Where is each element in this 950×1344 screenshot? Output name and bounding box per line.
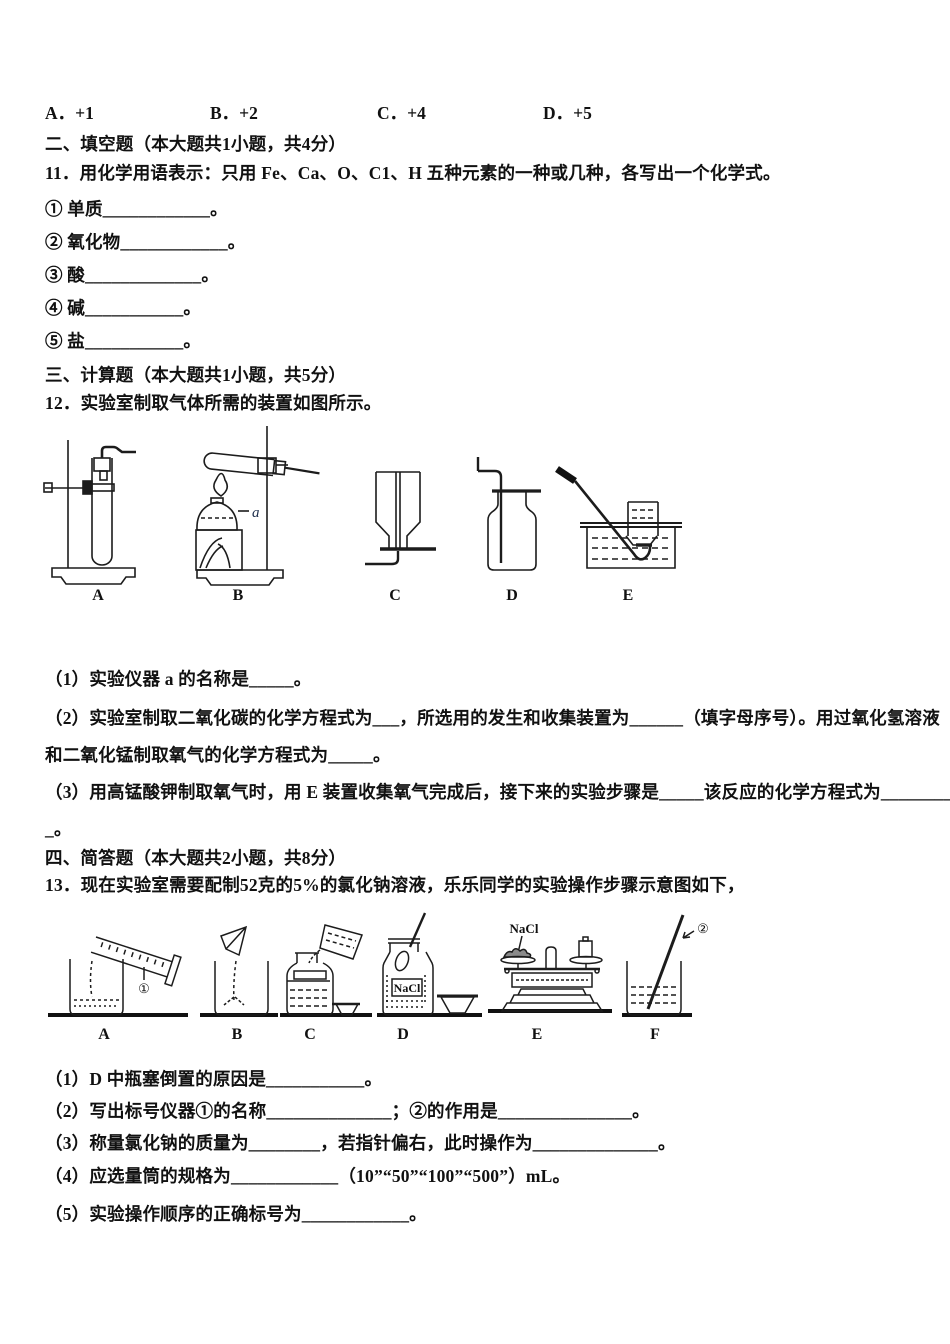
step-label-f: F — [650, 1026, 660, 1043]
apparatus-a-test-tube-stand — [43, 440, 136, 585]
q12-part-3b: _。 — [45, 819, 72, 839]
apparatus-label-c: C — [389, 587, 401, 604]
callout-a-label: a — [252, 505, 260, 521]
step-label-c: C — [304, 1026, 316, 1043]
step-a-pour-cylinder: ① — [69, 936, 182, 1016]
q13-stem: 13．现在实验室需要配制52克的5%的氯化钠溶液，乐乐同学的实验操作步骤示意图如… — [45, 875, 745, 895]
q11-blank-1: ① 单质____________。 — [45, 199, 228, 219]
apparatus-label-b: B — [233, 587, 244, 604]
step-c-transfer-bottle — [286, 924, 363, 1016]
q12-stem: 12．实验室制取气体所需的装置如图所示。 — [45, 393, 382, 413]
section3-heading: 三、计算题（本大题共1小题，共5分） — [45, 365, 347, 385]
option-c: C．+4 — [377, 103, 426, 123]
callout-1-label: ① — [138, 981, 150, 996]
apparatus-c-inverted-jar — [365, 471, 436, 566]
step-label-d: D — [397, 1026, 409, 1043]
section2-heading: 二、填空题（本大题共1小题，共4分） — [45, 134, 347, 154]
q11-stem: 11．用化学用语表示：只用 Fe、Ca、O、C1、H 五种元素的一种或几种，各写… — [45, 163, 781, 183]
q13-part-3: （3）称量氯化钠的质量为________，若指针偏右，此时操作为________… — [45, 1133, 676, 1153]
q13-part-4: （4）应选量筒的规格为____________（10”“50”“100”“500… — [45, 1166, 571, 1186]
q12-part-1: （1）实验仪器 a 的名称是_____。 — [45, 669, 312, 689]
apparatus-e-water-trough — [555, 466, 682, 569]
section4-heading: 四、简答题（本大题共2小题，共8分） — [45, 848, 347, 868]
q11-blank-3: ③ 酸_____________。 — [45, 265, 220, 285]
q13-part-5: （5）实验操作顺序的正确标号为____________。 — [45, 1204, 427, 1224]
step-b-add-solid — [214, 925, 269, 1016]
q12-part-2b: 和二氧化锰制取氧气的化学方程式为_____。 — [45, 745, 391, 765]
step-label-e: E — [532, 1026, 543, 1043]
step-e-balance: NaCl — [500, 921, 604, 1012]
measuring-cylinder — [90, 936, 182, 987]
q13-steps-figure: ① — [48, 912, 709, 1043]
q11-blank-5: ⑤ 盐___________。 — [45, 331, 202, 351]
callout-2-label: ② — [697, 921, 709, 936]
apparatus-label-e: E — [623, 587, 634, 604]
apparatus-b-heating-setup: a — [195, 426, 320, 586]
apparatus-label-d: D — [506, 587, 518, 604]
q13-part-1: （1）D 中瓶塞倒置的原因是___________。 — [45, 1069, 383, 1089]
q13-part-2: （2）写出标号仪器①的名称______________；②的作用是_______… — [45, 1101, 650, 1121]
q11-blank-2: ② 氧化物____________。 — [45, 232, 246, 252]
nacl-scale-label: NaCl — [510, 921, 539, 936]
apparatus-d-upright-jar — [476, 457, 541, 571]
apparatus-label-a: A — [92, 587, 104, 604]
step-label-a: A — [98, 1026, 110, 1043]
nacl-bottle-label: NaCl — [394, 981, 421, 995]
q12-part-2a: （2）实验室制取二氧化碳的化学方程式为___，所选用的发生和收集装置为_____… — [45, 708, 940, 728]
step-f-stir-beaker: ② — [626, 914, 709, 1016]
option-a: A．+1 — [45, 103, 94, 123]
q11-blank-4: ④ 碱___________。 — [45, 298, 202, 318]
q12-part-3a: （3）用高锰酸钾制取氧气时，用 E 装置收集氧气完成后，接下来的实验步骤是___… — [45, 782, 950, 802]
step-label-b: B — [232, 1026, 243, 1043]
option-b: B．+2 — [210, 103, 258, 123]
option-d: D．+5 — [543, 103, 592, 123]
q12-apparatus-figure: a — [43, 426, 682, 604]
step-d-reagent-bottle: NaCl — [382, 912, 478, 1016]
